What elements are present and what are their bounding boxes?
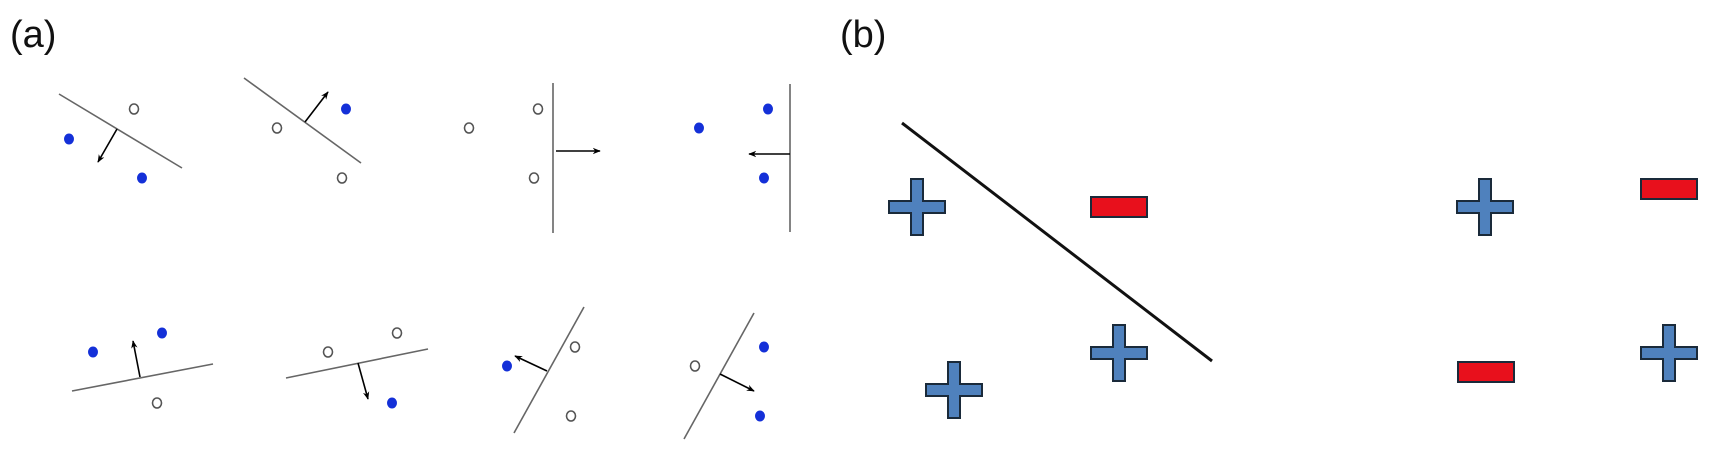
negative-point [336,172,348,184]
classifier-8 [683,312,769,440]
hyperplane-line [285,348,429,379]
negative-point [271,122,283,134]
negative-point [391,327,403,339]
positive-point [502,360,512,372]
minus-sample [1640,178,1698,200]
classifier-4 [694,84,791,232]
positive-point [64,133,74,145]
plus-sample [1456,178,1514,236]
panel-b-label: (b) [840,14,887,56]
positive-point [137,172,147,184]
negative-point [689,360,701,372]
negative-point [322,346,334,358]
positive-point [759,341,769,353]
negative-point [463,122,475,134]
positive-point [387,397,397,409]
minus-sample [1090,196,1148,218]
classifier-6 [285,327,429,409]
positive-point [157,327,167,339]
normal-arrow [719,373,755,392]
plus-sample [1640,324,1698,382]
positive-point [755,410,765,422]
normal-arrow [131,340,141,378]
hyperplane-line [58,93,183,169]
classifier-7 [502,306,585,434]
normal-arrow [97,128,118,163]
negative-point [151,397,163,409]
positive-point [763,103,773,115]
classifier-2 [243,77,362,184]
positive-point [694,122,704,134]
classifier-1 [58,93,183,184]
positive-point [341,103,351,115]
classifier-5 [71,327,214,409]
panel-a [58,77,791,440]
negative-point [532,103,544,115]
hyperplane-line [243,77,362,164]
positive-point [759,172,769,184]
hyperplane-line [513,306,585,434]
negative-point [565,410,577,422]
negative-point [128,103,140,115]
normal-arrow [514,355,548,372]
negative-point [569,341,581,353]
plus-sample [925,361,983,419]
normal-arrow [304,91,329,123]
panel-b [888,121,1698,419]
hyperplane-line [683,312,755,440]
plus-sample [888,178,946,236]
hyperplane-line [71,363,214,392]
negative-point [528,172,540,184]
positive-point [88,346,98,358]
separating-line [901,121,1213,363]
panel-a-label: (a) [10,14,57,56]
normal-arrow [357,362,370,400]
classifier-3 [463,83,601,233]
minus-sample [1457,361,1515,383]
plus-sample [1090,324,1148,382]
